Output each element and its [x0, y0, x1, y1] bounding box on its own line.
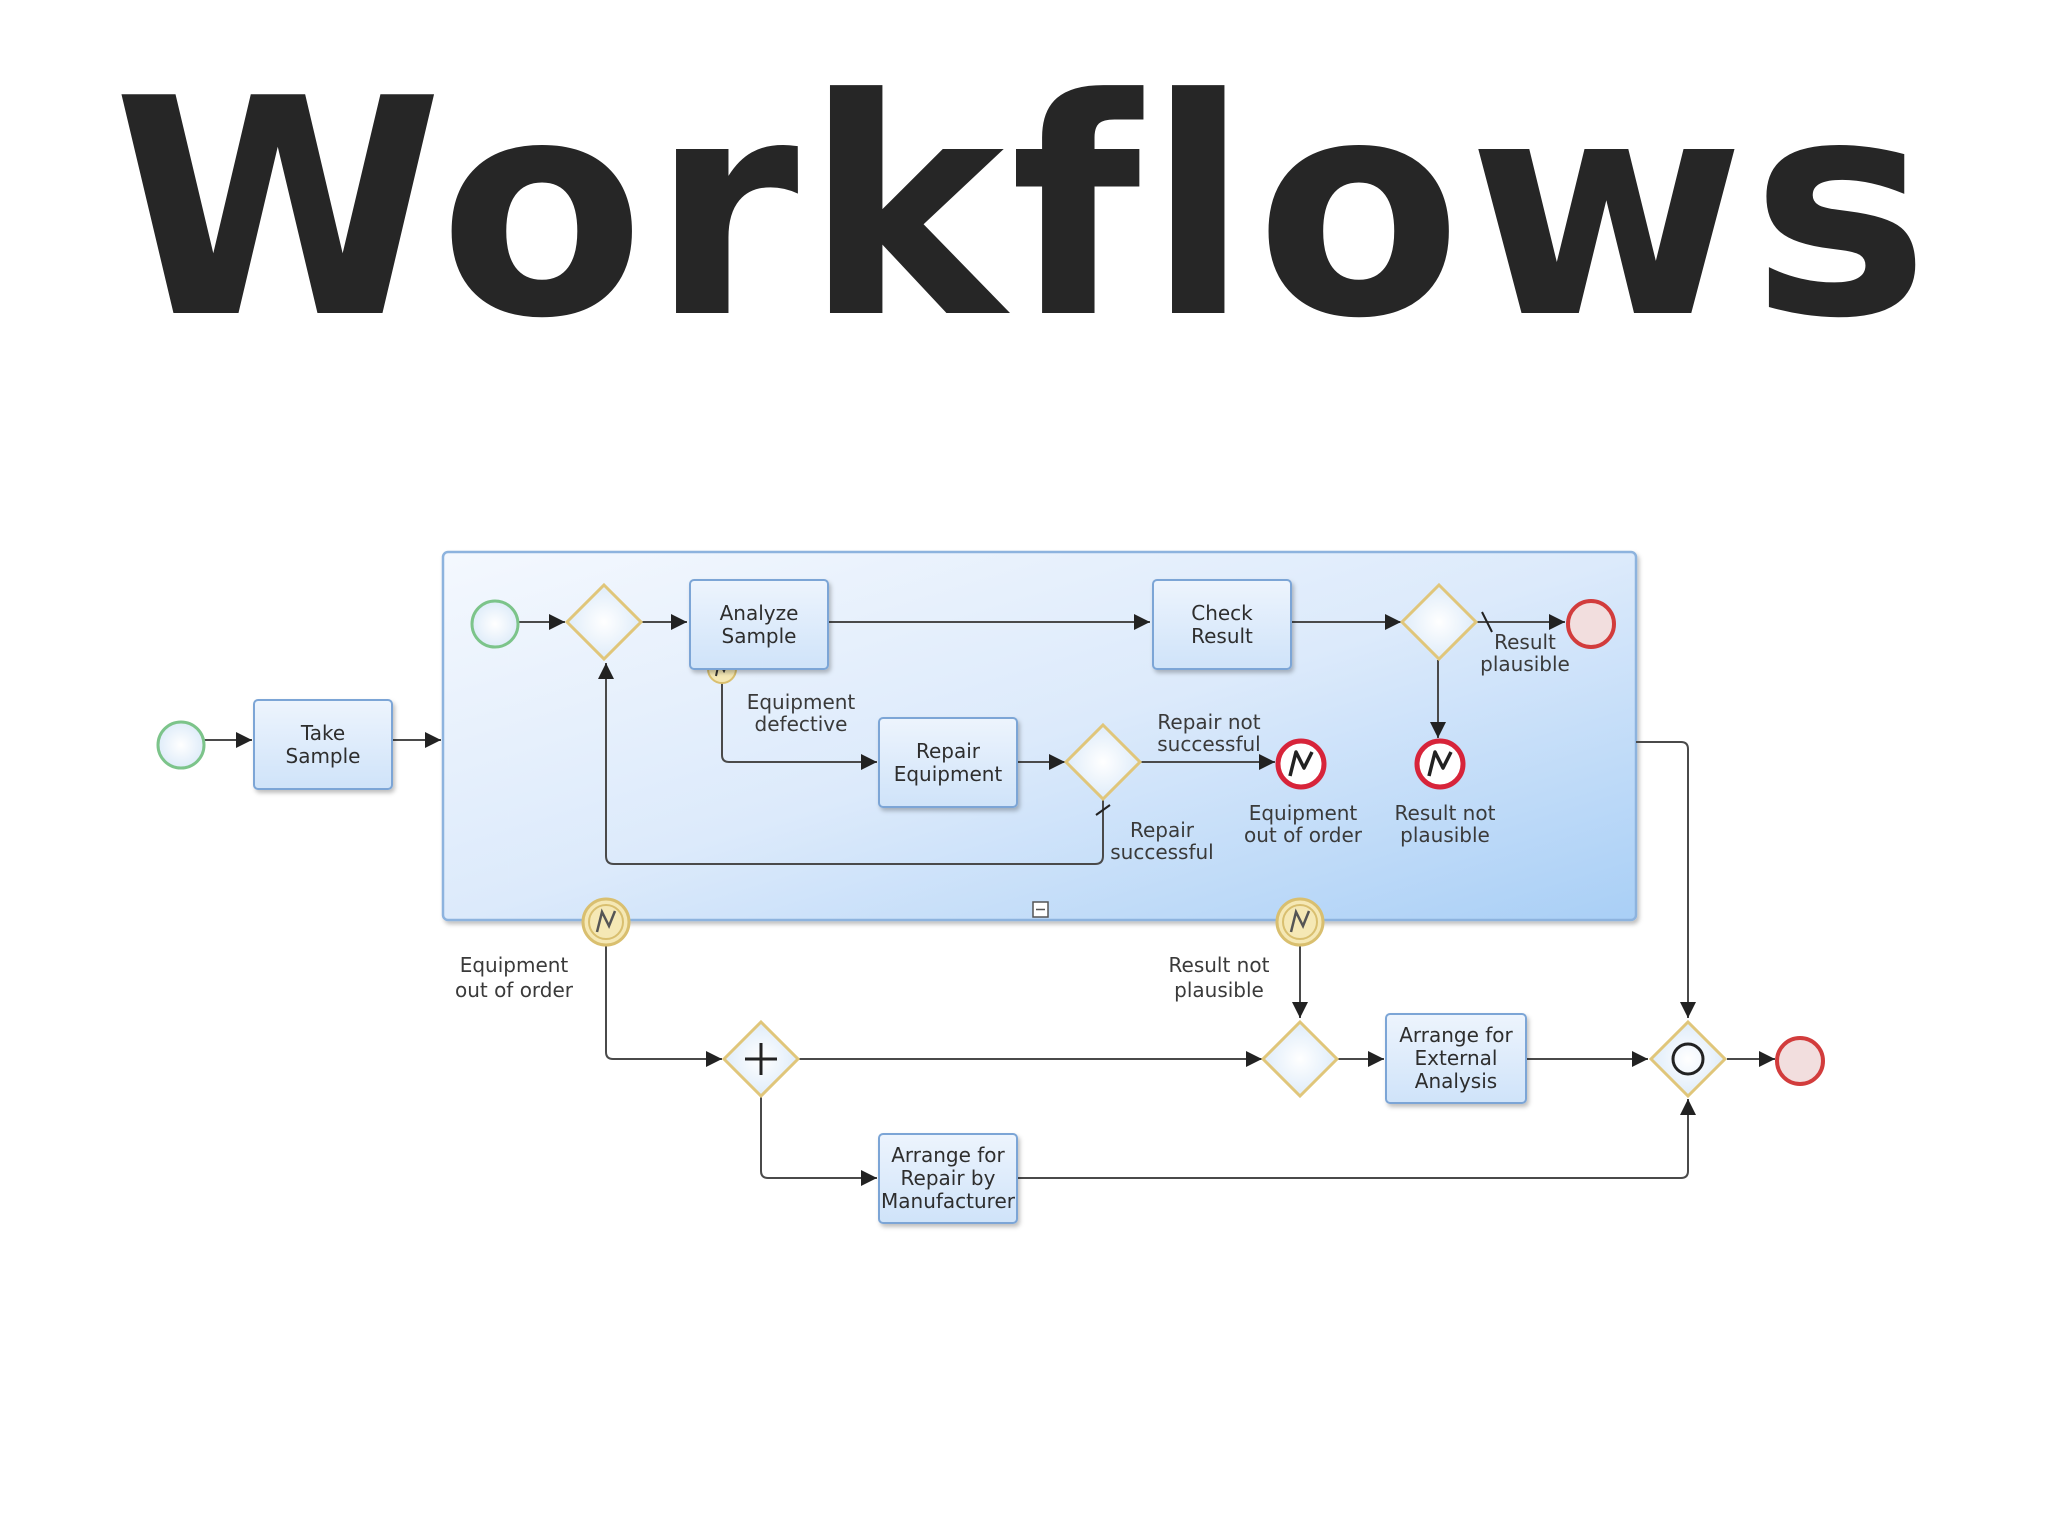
error-icon [1289, 908, 1311, 933]
task-label-line: Manufacturer [881, 1189, 1016, 1213]
task-label-line: Sample [722, 624, 797, 648]
subprocess-start-event[interactable] [470, 599, 520, 649]
flow-subprocess-to-merge [1636, 741, 1696, 1018]
boundary-error-result-not-plausible[interactable] [1275, 897, 1325, 947]
gateway-exclusive-merge[interactable] [1260, 1019, 1340, 1099]
flow-arrange-repair-to-merge [1018, 1099, 1696, 1179]
gateway-parallel[interactable] [721, 1019, 801, 1099]
label-end-result-not-plausible: Result not [1395, 801, 1496, 825]
label-equipment-defective: defective [755, 712, 848, 736]
error-icon [595, 908, 617, 933]
label-repair-not-successful: Repair not [1157, 710, 1260, 734]
label-boundary-equipment-out-of-order: out of order [455, 978, 574, 1002]
task-check-result[interactable]: Check Result [1152, 579, 1292, 670]
task-label-line: Check [1191, 601, 1253, 625]
boundary-error-equipment-out-of-order[interactable] [581, 897, 631, 947]
error-icon [1288, 750, 1314, 777]
label-repair-successful: Repair [1130, 818, 1195, 842]
page-title: Workflows [112, 35, 1936, 384]
error-end-event-result[interactable] [1414, 738, 1466, 790]
gateway-inclusive-merge[interactable] [1648, 1019, 1728, 1099]
label-equipment-defective: Equipment [747, 690, 856, 714]
label-boundary-equipment-out-of-order: Equipment [460, 953, 569, 977]
task-analyze-sample[interactable]: Analyze Sample [689, 579, 829, 670]
task-label-line: External [1415, 1046, 1498, 1070]
task-label-line: Repair [916, 739, 981, 763]
default-flow-marker-2 [1095, 804, 1111, 816]
error-end-event-equipment[interactable] [1275, 738, 1327, 790]
label-result-plausible: Result [1494, 630, 1556, 654]
end-event[interactable] [1775, 1036, 1825, 1086]
label-result-plausible: plausible [1480, 652, 1570, 676]
task-label-line: Arrange for [1399, 1023, 1513, 1047]
flow-repair-successful-loop [598, 663, 1104, 865]
task-label-line: Result [1191, 624, 1253, 648]
task-repair-equipment[interactable]: Repair Equipment [878, 717, 1018, 808]
task-label-line: Repair by [901, 1166, 996, 1190]
label-boundary-result-not-plausible: plausible [1174, 978, 1264, 1002]
flow-defective-to-repair [721, 670, 877, 770]
task-arrange-repair-manufacturer[interactable]: Arrange for Repair by Manufacturer [878, 1133, 1018, 1224]
label-end-equipment-out-of-order: out of order [1244, 823, 1363, 847]
start-event[interactable] [156, 720, 206, 770]
task-label-line: Equipment [894, 762, 1003, 786]
gateway-result-plausible[interactable] [1399, 582, 1479, 662]
error-icon [1427, 750, 1453, 777]
task-label-line: Arrange for [891, 1143, 1005, 1167]
default-flow-marker [1481, 611, 1493, 633]
task-arrange-external-analysis[interactable]: Arrange for External Analysis [1385, 1013, 1527, 1104]
task-label-line: Analyze [720, 601, 799, 625]
label-repair-successful: successful [1110, 840, 1214, 864]
flow-boundary-out-of-order [605, 945, 722, 1067]
label-end-equipment-out-of-order: Equipment [1249, 801, 1358, 825]
label-end-result-not-plausible: plausible [1400, 823, 1490, 847]
task-take-sample[interactable]: Take Sample [253, 699, 393, 790]
task-label-line: Take [300, 721, 345, 745]
task-label-line: Sample [286, 744, 361, 768]
gateway-loop-merge[interactable] [564, 582, 644, 662]
gateway-repair-successful[interactable] [1063, 722, 1143, 802]
subprocess-end-event[interactable] [1566, 599, 1616, 649]
label-repair-not-successful: successful [1157, 732, 1261, 756]
task-label-line: Analysis [1415, 1069, 1497, 1093]
flow-parallel-to-arrange-repair [760, 1097, 877, 1186]
label-boundary-result-not-plausible: Result not [1169, 953, 1270, 977]
collapse-marker-icon[interactable] [1032, 901, 1049, 918]
